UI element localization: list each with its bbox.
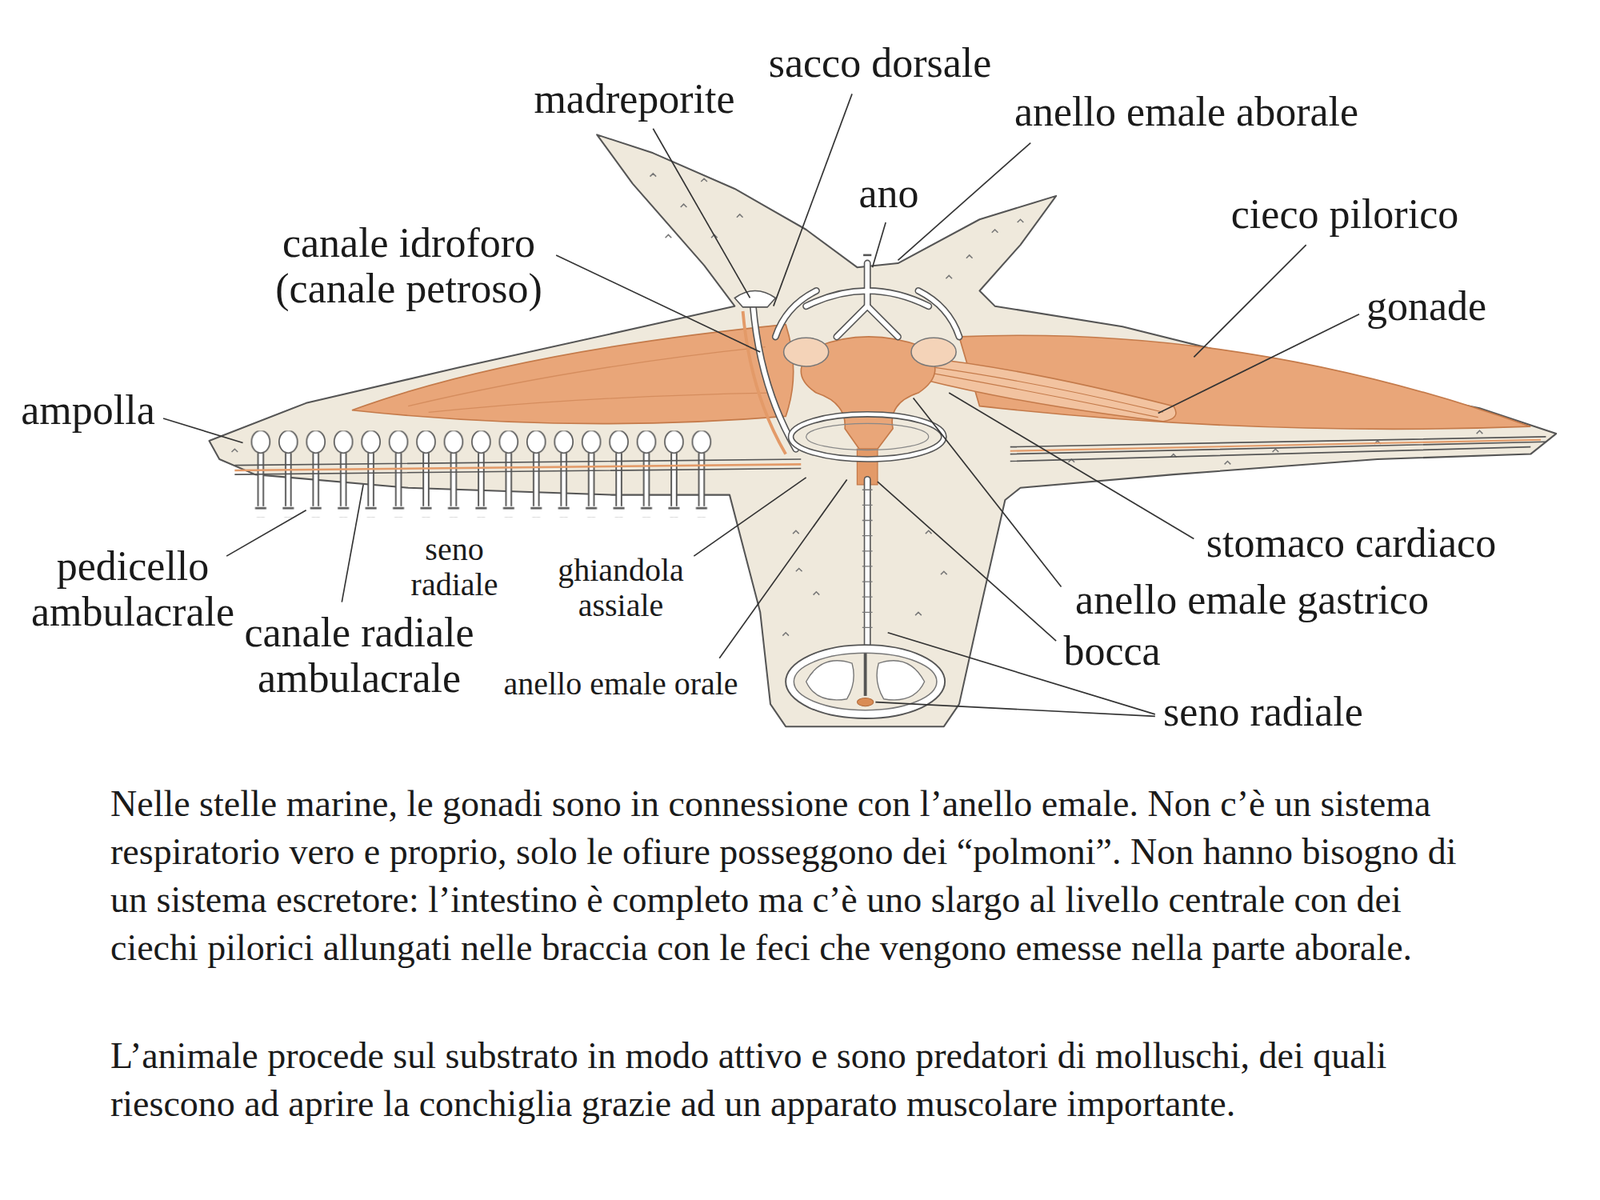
part-label: canale idroforo (canale petroso) xyxy=(256,220,561,312)
part-label: gonade xyxy=(1366,283,1487,329)
axial-gland xyxy=(743,311,787,455)
part-label: canale radiale ambulacrale xyxy=(231,609,488,701)
part-label: stomaco cardiaco xyxy=(1206,520,1496,566)
part-label: pedicello ambulacrale xyxy=(20,543,245,635)
part-label: anello emale aborale xyxy=(1014,88,1359,135)
part-label: anello emale orale xyxy=(503,666,738,702)
body-text: L’animale procede sul substrato in modo … xyxy=(110,1032,1487,1128)
starfish-body xyxy=(208,134,1556,727)
madreporite xyxy=(734,291,776,308)
radial-canal xyxy=(1010,436,1547,462)
part-label: bocca xyxy=(1063,628,1160,674)
part-label: sacco dorsale xyxy=(768,40,992,86)
part-label: madreporite xyxy=(533,76,735,122)
leader-lines xyxy=(163,93,1360,716)
arm-cross-section xyxy=(785,644,945,719)
part-label: ghiandola assiale xyxy=(548,552,693,624)
gonad xyxy=(918,356,1176,421)
part-label: anello emale gastrico xyxy=(1075,576,1429,623)
part-label: ano xyxy=(858,170,919,216)
part-label: ampolla xyxy=(20,387,156,433)
part-label: seno radiale xyxy=(402,532,507,603)
body-text: Nelle stelle marine, le gonadi sono in c… xyxy=(110,780,1487,972)
part-label: seno radiale xyxy=(1163,688,1364,735)
part-label: cieco pilorico xyxy=(1231,191,1459,237)
pyloric-caecum xyxy=(352,324,794,424)
